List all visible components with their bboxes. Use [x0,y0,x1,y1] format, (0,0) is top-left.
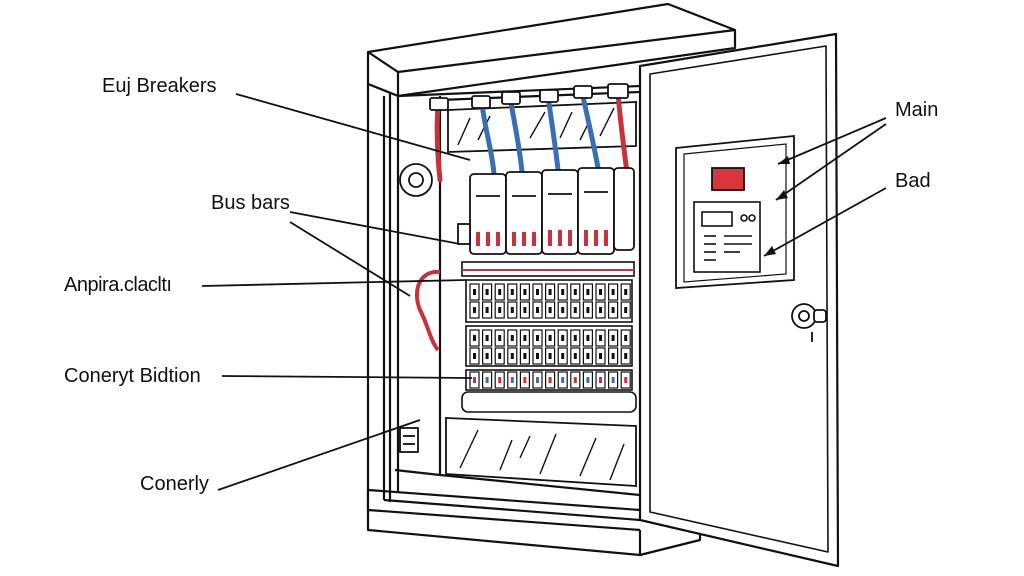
breaker-toggle [548,353,552,359]
breaker-toggle [473,377,476,383]
label-bus-bars: Bus bars [211,192,290,214]
breaker-toggle [498,307,502,313]
door-lock-icon[interactable] [791,303,827,329]
label-coneryt-bidtion: Coneryt Bidtion [64,365,201,387]
label-anpira: Anpira.clacltı [64,274,172,296]
breaker-toggle [523,377,527,383]
breaker-toggle [611,377,615,383]
leader-arrowheads [764,156,790,256]
breaker-toggle [561,289,565,295]
label-euj-breakers: Euj Breakers [102,75,217,97]
breaker-toggle [473,335,476,341]
breaker-toggle [624,353,628,359]
breaker-toggle [586,289,590,295]
breaker-toggle [573,335,577,341]
breaker-toggle [498,335,502,341]
breaker-toggle [611,353,615,359]
label-main: Main [895,99,939,121]
breaker-toggle [485,307,489,313]
breaker-toggle [624,335,628,341]
top-connectors [429,83,629,111]
breaker-toggle [510,289,514,295]
breaker-toggle [473,289,476,295]
breaker-toggle [536,335,539,341]
breaker-toggle [586,377,590,383]
breaker-toggle [536,289,539,295]
left-side-parts [399,163,471,453]
breaker-toggle [611,335,615,341]
control-meter [693,201,761,273]
breaker-toggle [523,289,527,295]
breaker-module-grid [469,283,631,389]
breaker-toggle [599,353,602,359]
breaker-toggle [498,377,502,383]
breaker-toggle [485,353,489,359]
breaker-toggle [561,307,565,313]
side-red-wire [414,269,441,352]
breaker-toggle [599,307,602,313]
breaker-toggle [548,307,552,313]
breaker-toggle [473,353,476,359]
indicator-light [711,167,745,191]
breaker-toggle [548,377,552,383]
breaker-toggle [599,335,602,341]
breaker-toggle [573,377,577,383]
breaker-toggle [510,353,514,359]
label-conerly: Conerly [140,473,209,495]
breaker-toggle [573,307,577,313]
breaker-toggle [624,289,628,295]
breaker-toggle [498,353,502,359]
breaker-toggle [536,377,539,383]
breaker-toggle [599,289,602,295]
breaker-toggle [573,353,577,359]
breaker-toggle [586,307,590,313]
breaker-toggle [624,307,628,313]
breaker-toggle [498,289,502,295]
leader-lines [201,93,887,491]
breaker-toggle [624,377,628,383]
breaker-toggle [548,289,552,295]
breaker-toggle [611,289,615,295]
upper-shelf [447,101,637,153]
breaker-toggle [586,335,590,341]
lower-shelf [445,417,637,487]
breaker-toggle [523,335,527,341]
breaker-toggle [586,353,590,359]
breaker-toggle [561,335,565,341]
breaker-toggle [510,335,514,341]
breaker-toggle [536,307,539,313]
breaker-toggle [510,377,514,383]
label-bad: Bad [895,170,931,192]
breaker-toggle [548,335,552,341]
breaker-toggle [485,377,489,383]
cabinet-door[interactable] [638,32,840,568]
breaker-toggle [573,289,577,295]
breaker-toggle [536,353,539,359]
breaker-toggle [611,307,615,313]
breaker-toggle [561,353,565,359]
breaker-toggle [485,335,489,341]
breaker-toggle [473,307,476,313]
breaker-toggle [523,307,527,313]
breaker-toggle [561,377,565,383]
breaker-toggle [523,353,527,359]
breaker-toggle [599,377,602,383]
breaker-toggle [510,307,514,313]
breaker-handles [476,230,608,246]
breaker-toggle [485,289,489,295]
